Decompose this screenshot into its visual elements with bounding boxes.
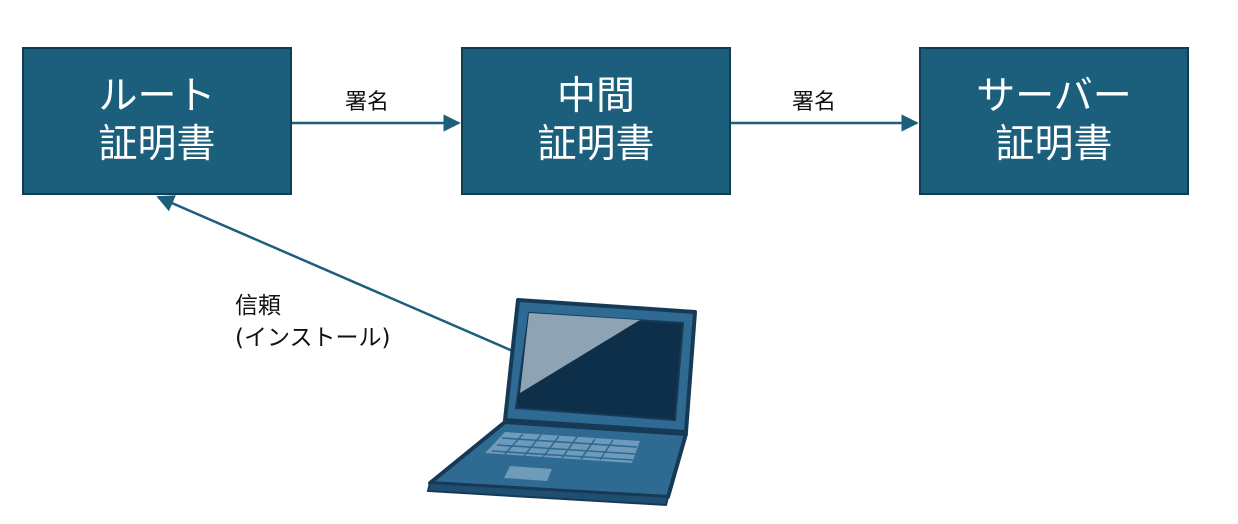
sign-label-intermediate-to-server: 署名 (792, 90, 837, 115)
sign-label-root-to-intermediate: 署名 (345, 90, 390, 115)
trust-label-line1: 信頼 (235, 293, 281, 319)
trust-label-line2: (インストール) (235, 325, 391, 352)
root-certificate-label-line2: 証明書 (98, 122, 216, 167)
intermediate-certificate-box: 中間 証明書 (461, 47, 731, 195)
server-certificate-box: サーバー 証明書 (919, 47, 1189, 195)
trust-label: 信頼 (インストール) (235, 290, 391, 354)
server-certificate-label-line2: 証明書 (995, 122, 1113, 167)
intermediate-certificate-label-line2: 証明書 (537, 122, 655, 167)
root-certificate-label-line1: ルート (98, 74, 216, 120)
arrow-client-to-root (156, 195, 516, 354)
root-certificate-box: ルート 証明書 (22, 47, 292, 195)
intermediate-certificate-label-line1: 中間 (556, 74, 635, 120)
server-certificate-label-line1: サーバー (976, 74, 1132, 120)
